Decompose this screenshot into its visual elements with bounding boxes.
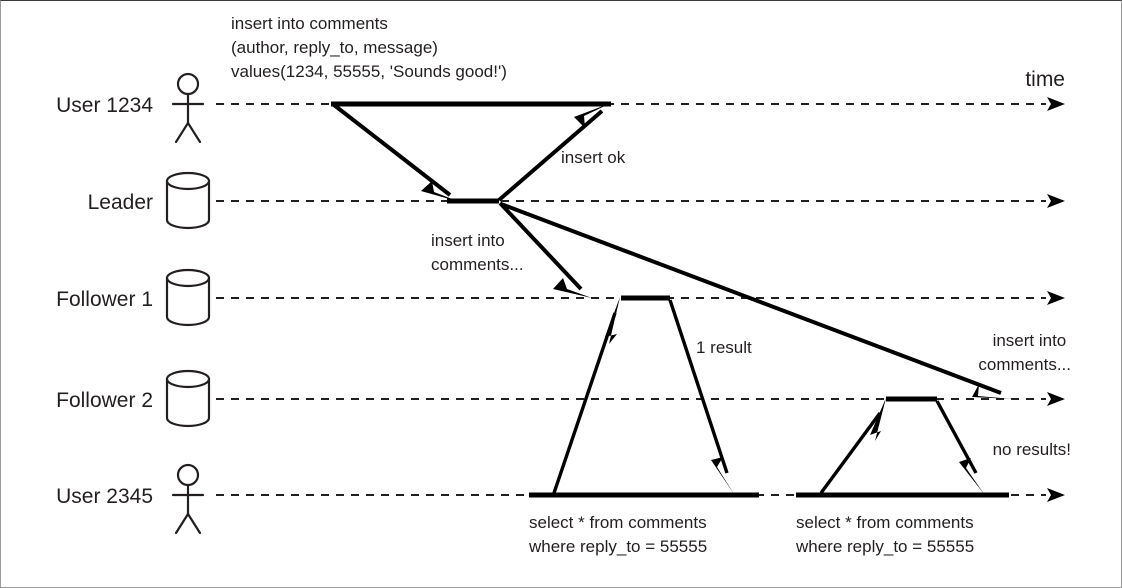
note-one-result: 1 result xyxy=(696,338,752,357)
database-cylinder-icon-follower2 xyxy=(165,369,211,428)
lifeline-arrow-tips xyxy=(1047,97,1065,502)
time-arrow-icon-follower1 xyxy=(1047,291,1065,305)
lane-labels: User 1234 Leader Follower 1 Follower 2 U… xyxy=(56,94,153,508)
lane-label-user2345: User 2345 xyxy=(56,485,153,508)
actor-stick-figure-icon-user1234 xyxy=(171,72,205,144)
database-cylinder-icon-leader xyxy=(165,171,211,230)
message-leader-to-follower2 xyxy=(500,202,1012,399)
arrowhead-icon-follower2-to-user2345 xyxy=(959,458,984,494)
time-arrow-icon-user1234 xyxy=(1047,97,1065,111)
message-follower1-to-user2345 xyxy=(668,299,734,494)
arrowhead-icon-user1234-to-leader xyxy=(421,181,460,202)
message-leader-to-follower1 xyxy=(498,201,592,298)
arrowhead-icon-user2345-to-follower1 xyxy=(605,297,620,344)
message-user2345-to-follower2 xyxy=(819,398,886,495)
message-follower2-to-user2345 xyxy=(935,400,984,494)
note-insert-into-comments-follower2: insert into comments... xyxy=(978,331,1071,374)
note-select-query-1: select * from comments where reply_to = … xyxy=(528,513,711,556)
message-user1234-to-leader xyxy=(332,103,460,202)
message-user2345-to-follower1 xyxy=(552,297,620,494)
lane-label-user1234: User 1234 xyxy=(56,94,153,117)
note-insert-into-comments-follower1: insert into comments... xyxy=(431,231,524,274)
actor-stick-figure-icon-user2345 xyxy=(171,463,205,535)
arrowhead-icon-user2345-to-follower2 xyxy=(870,398,886,441)
database-cylinder-icon-follower1 xyxy=(165,268,211,327)
lane-label-follower2: Follower 2 xyxy=(56,389,153,412)
lane-label-follower1: Follower 1 xyxy=(56,288,153,311)
message-leader-to-user1234 xyxy=(497,103,611,202)
arrowhead-icon-leader-to-user1234 xyxy=(574,103,611,128)
arrowhead-icon-follower1-to-user2345 xyxy=(711,457,734,494)
note-select-query-2: select * from comments where reply_to = … xyxy=(795,513,978,556)
note-no-results: no results! xyxy=(993,440,1071,459)
arrowhead-icon-leader-to-follower1 xyxy=(553,278,592,298)
note-insert-statement: insert into comments (author, reply_to, … xyxy=(231,14,507,81)
time-arrow-icon-user2345 xyxy=(1047,488,1065,502)
note-insert-ok: insert ok xyxy=(561,148,626,167)
lane-label-leader: Leader xyxy=(88,191,153,214)
activation-bars xyxy=(331,101,1009,498)
time-arrow-icon-follower2 xyxy=(1047,392,1065,406)
time-arrow-icon-leader xyxy=(1047,194,1065,208)
time-axis-label: time xyxy=(1025,68,1065,91)
